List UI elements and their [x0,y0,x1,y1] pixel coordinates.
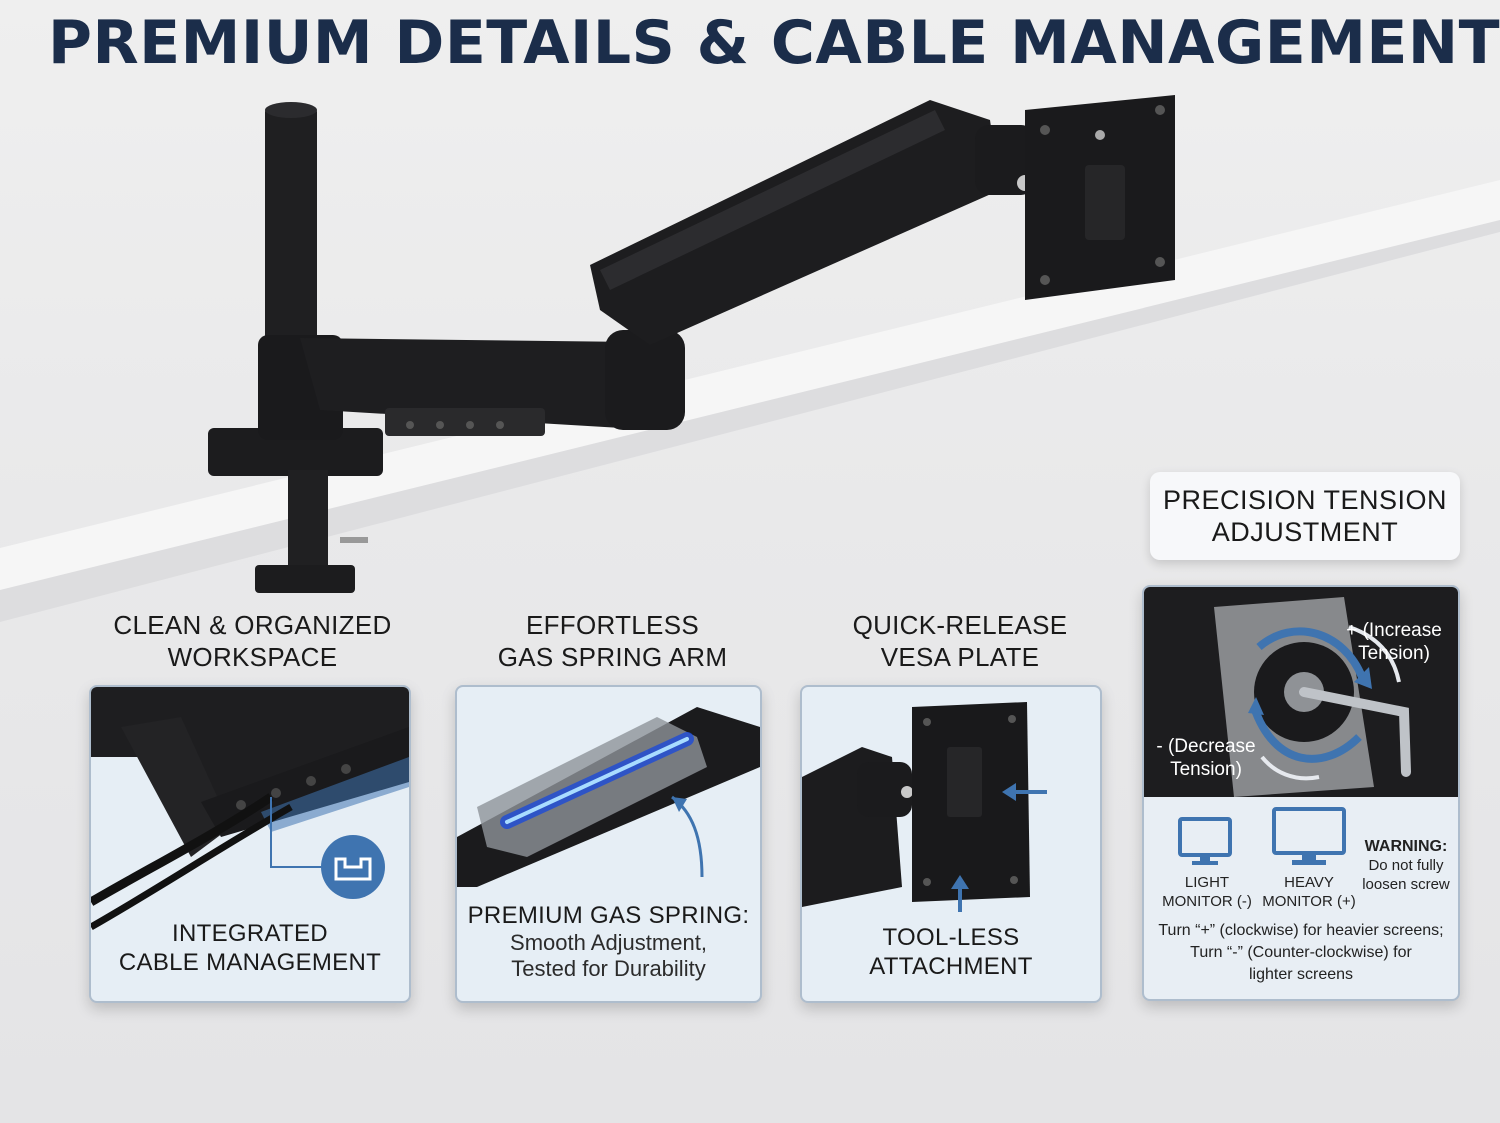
feature-caption-workspace: CLEAN & ORGANIZED WORKSPACE [113,610,392,672]
tension-section-title: PRECISION TENSION ADJUSTMENT [1150,472,1460,560]
gas-spring-card-line-1: Smooth Adjustment, [510,930,707,955]
cable-tray-icon [321,835,385,899]
tension-illustration [1144,587,1458,797]
arm-pole [265,108,317,348]
vesa-card-line-2: ATTACHMENT [869,953,1033,980]
light-monitor-label: LIGHT MONITOR (-) [1162,874,1252,910]
feature-caption-gas-spring: EFFORTLESS GAS SPRING ARM [497,610,728,672]
vesa-illustration [802,702,1047,912]
heavy-monitor-icon [1272,807,1346,865]
lower-arm [300,338,655,430]
tension-instructions: Turn “+” (clockwise) for heavier screens… [1158,922,1444,983]
cable-management-illustration [91,687,409,931]
clamp-plate [208,428,383,476]
gas-spring-arm [590,100,1000,345]
page-title: PREMIUM DETAILS & CABLE MANAGEMENT [48,8,1500,78]
desk-edge [0,220,1500,622]
decrease-tension-label: - (Decrease Tension) [1156,736,1256,780]
cable-card-line-1: INTEGRATED [172,920,328,947]
gas-spring-card-line-2: Tested for Durability [511,956,706,981]
feature-caption-vesa: QUICK-RELEASE VESA PLATE [852,610,1068,672]
increase-tension-label: + (Increase Tension) [1346,620,1442,664]
counterclockwise-arrow-icon [1250,705,1362,763]
cable-card-line-2: CABLE MANAGEMENT [118,949,382,976]
tension-adjustment-card: + (Increase Tension) - (Decrease Tension… [1142,585,1460,1001]
light-monitor-icon [1178,817,1232,865]
feature-card-gas-spring: PREMIUM GAS SPRING: Smooth Adjustment, T… [455,685,762,1003]
gas-spring-card-title: PREMIUM GAS SPRING: [467,902,750,929]
monitor-arm-product-image [0,95,1500,622]
feature-card-vesa: TOOL-LESS ATTACHMENT [800,685,1102,1003]
feature-card-cable-management: INTEGRATED CABLE MANAGEMENT [89,685,411,1003]
warning-note: WARNING: Do not fully loosen screw [1362,838,1450,893]
heavy-monitor-label: HEAVY MONITOR (+) [1262,874,1356,910]
clockwise-arrow-icon [1256,627,1366,679]
vesa-card-line-1: TOOL-LESS [882,924,1020,951]
gas-spring-illustration [457,707,760,887]
